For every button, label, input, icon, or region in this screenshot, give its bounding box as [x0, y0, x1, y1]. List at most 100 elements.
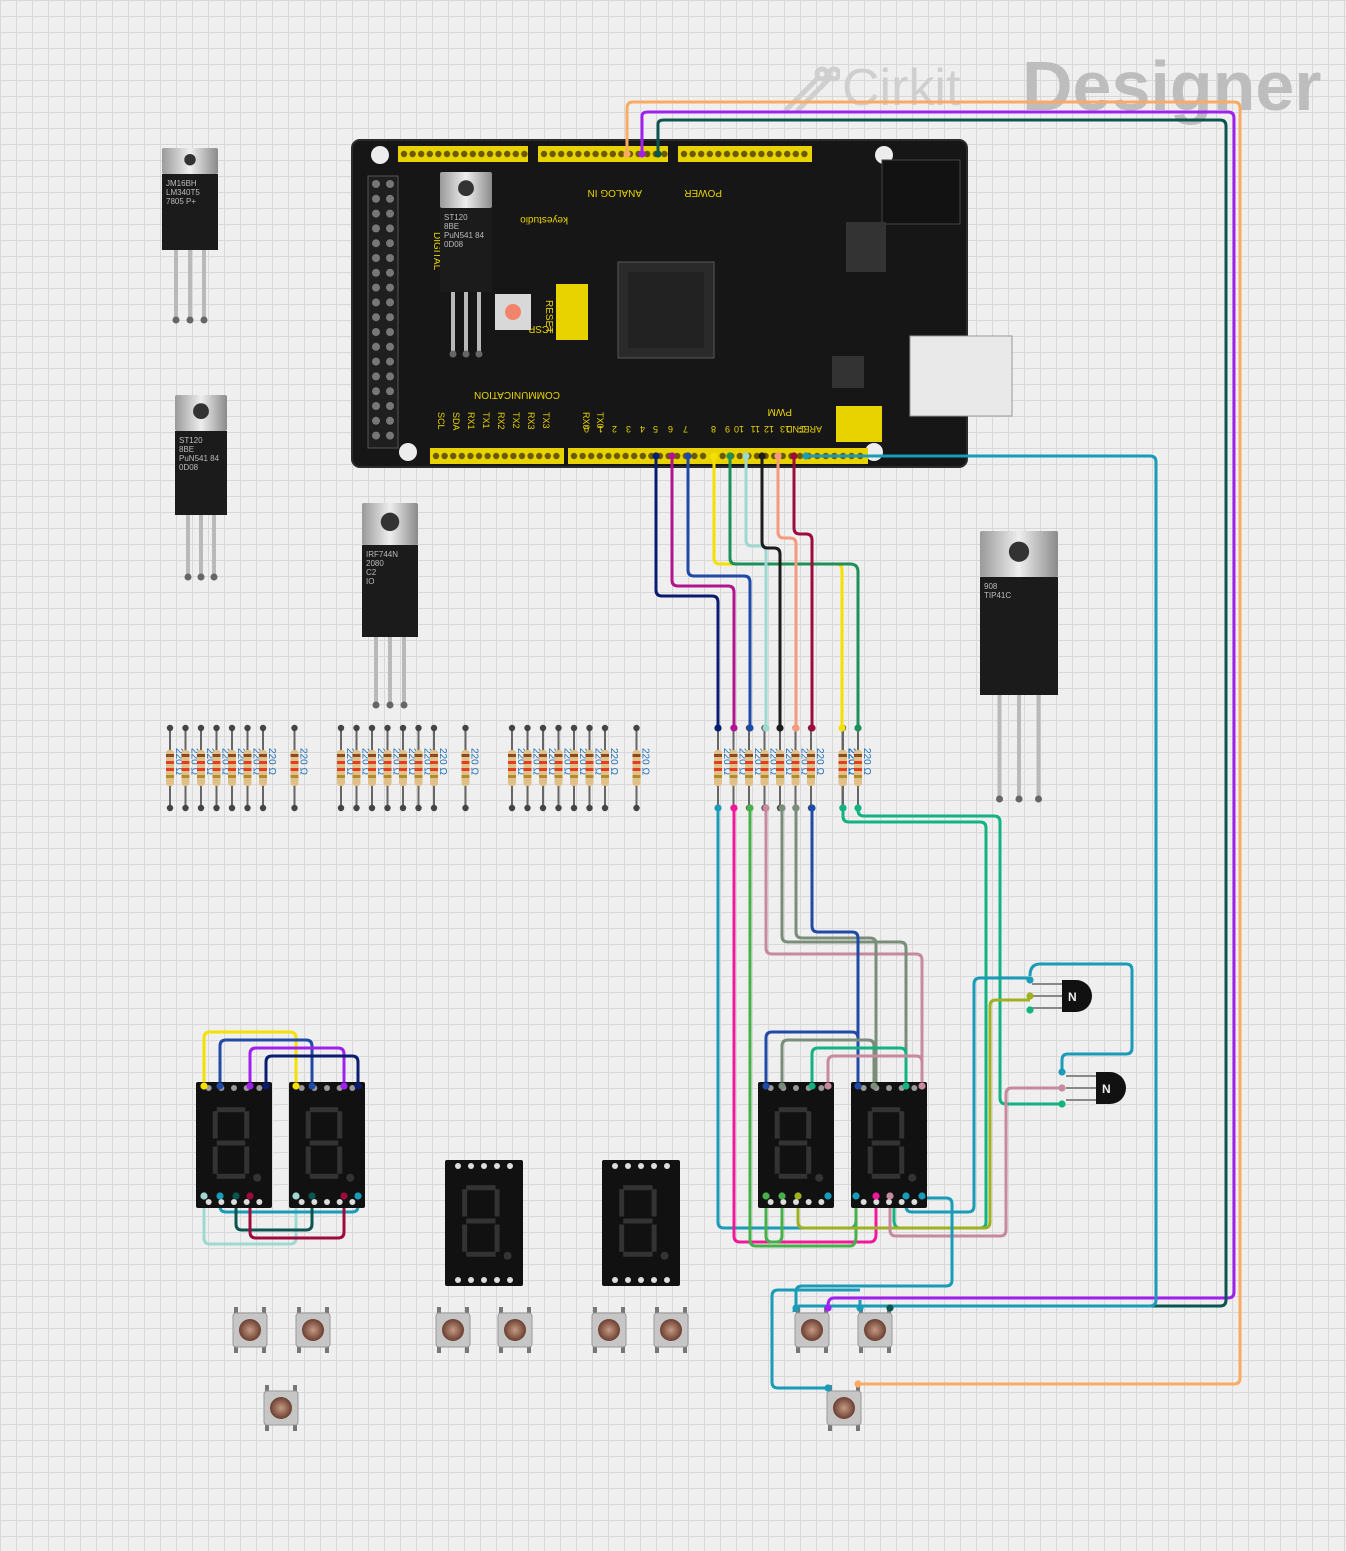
board-pin[interactable]	[386, 268, 394, 277]
board-pin[interactable]	[698, 150, 705, 158]
board-pin[interactable]	[400, 150, 408, 158]
resistor-icon[interactable]: 220 Ω	[243, 724, 262, 812]
resistor-icon[interactable]: 220 Ω	[259, 724, 277, 812]
push-button-icon[interactable]	[295, 1307, 331, 1353]
board-pin[interactable]	[680, 150, 688, 158]
board-pin[interactable]	[512, 150, 519, 158]
board-pin[interactable]	[741, 150, 748, 158]
board-pin[interactable]	[583, 150, 591, 158]
board-pin[interactable]	[749, 150, 756, 158]
resistor-icon[interactable]: 220 Ω	[181, 724, 200, 812]
board-pin[interactable]	[495, 150, 502, 158]
board-pin[interactable]	[784, 150, 791, 158]
board-pin[interactable]	[441, 452, 448, 460]
push-button-icon[interactable]	[653, 1307, 689, 1353]
board-pin[interactable]	[386, 342, 394, 351]
board-pin[interactable]	[540, 150, 548, 158]
board-pin[interactable]	[609, 150, 616, 158]
wire[interactable]	[1028, 962, 1134, 1072]
resistor-icon[interactable]: 220 Ω	[554, 724, 573, 812]
board-pin[interactable]	[605, 452, 612, 460]
board-pin[interactable]	[372, 239, 380, 248]
board-pin[interactable]	[386, 387, 394, 396]
board-pin[interactable]	[639, 452, 646, 460]
board-pin[interactable]	[386, 416, 394, 425]
board-pin[interactable]	[386, 209, 394, 218]
board-pin[interactable]	[801, 150, 808, 158]
push-button-icon[interactable]	[857, 1307, 893, 1353]
wire[interactable]	[656, 118, 1228, 1308]
resistor-icon[interactable]: 220 Ω	[729, 724, 748, 812]
wire[interactable]	[776, 456, 798, 728]
arduino-mega-board[interactable]: keyestudio ANALOG IN POWER COMMUNICATION…	[351, 139, 1013, 468]
board-pin[interactable]	[536, 452, 543, 460]
resistor-icon[interactable]: 220 Ω	[508, 724, 526, 812]
resistor-icon[interactable]: 220 Ω	[776, 724, 794, 812]
board-pin[interactable]	[432, 452, 440, 460]
board-pin[interactable]	[553, 452, 560, 460]
board-pin[interactable]	[372, 180, 380, 188]
board-pin[interactable]	[386, 357, 394, 366]
resistor-icon[interactable]: 220 Ω	[212, 724, 231, 812]
resistor-icon[interactable]: 220 Ω	[430, 724, 448, 812]
npn-transistor-icon[interactable]: N	[1032, 980, 1092, 1012]
board-pin[interactable]	[644, 150, 651, 158]
board-pin[interactable]	[372, 268, 380, 277]
board-pin[interactable]	[386, 254, 394, 262]
board-pin[interactable]	[475, 452, 483, 460]
resistor-icon[interactable]: 220 Ω	[585, 724, 604, 812]
wire[interactable]	[780, 1038, 876, 1084]
board-pin[interactable]	[521, 150, 528, 158]
board-pin[interactable]	[719, 452, 726, 460]
seven-segment-display-icon[interactable]	[758, 1082, 834, 1208]
board-pin[interactable]	[558, 150, 565, 158]
board-pin[interactable]	[622, 452, 629, 460]
resistor-icon[interactable]: 220 Ω	[714, 724, 732, 812]
board-pin[interactable]	[386, 372, 394, 381]
board-pin[interactable]	[527, 452, 534, 460]
board-pin[interactable]	[510, 452, 517, 460]
resistor-icon[interactable]: 220 Ω	[601, 724, 619, 812]
wire[interactable]	[744, 456, 768, 728]
board-pin[interactable]	[792, 150, 799, 158]
wire[interactable]	[856, 808, 1062, 1106]
board-pin[interactable]	[467, 452, 474, 460]
board-pin[interactable]	[386, 313, 394, 322]
board-pin[interactable]	[386, 180, 394, 188]
npn-transistor-icon[interactable]: N	[1066, 1072, 1126, 1104]
board-pin[interactable]	[418, 150, 425, 158]
board-pin[interactable]	[549, 150, 556, 158]
board-pin[interactable]	[544, 452, 551, 460]
board-pin[interactable]	[461, 150, 468, 158]
wire[interactable]	[826, 1054, 924, 1084]
wire[interactable]	[794, 808, 878, 1084]
resistor-icon[interactable]: 220 Ω	[632, 724, 651, 812]
board-pin[interactable]	[372, 328, 380, 336]
push-button-icon[interactable]	[497, 1307, 533, 1353]
board-pin[interactable]	[386, 239, 394, 248]
board-pin[interactable]	[409, 150, 416, 158]
wire[interactable]	[796, 998, 1030, 1230]
push-button-icon[interactable]	[794, 1307, 830, 1353]
board-pin[interactable]	[631, 452, 638, 460]
board-pin[interactable]	[386, 328, 394, 336]
wire[interactable]	[904, 976, 1030, 1214]
board-pin[interactable]	[579, 452, 586, 460]
push-button-icon[interactable]	[435, 1307, 471, 1353]
wire[interactable]	[248, 1046, 346, 1084]
wire[interactable]	[764, 1030, 860, 1084]
wire[interactable]	[780, 808, 908, 1084]
board-pin[interactable]	[715, 150, 722, 158]
wire[interactable]	[686, 456, 752, 728]
board-pin[interactable]	[796, 452, 804, 460]
resistor-icon[interactable]: 220 Ω	[461, 724, 480, 812]
push-button-icon[interactable]	[232, 1307, 268, 1353]
board-pin[interactable]	[601, 150, 608, 158]
board-pin[interactable]	[372, 402, 380, 410]
board-pin[interactable]	[566, 150, 573, 158]
resistor-icon[interactable]: 220 Ω	[745, 724, 763, 812]
